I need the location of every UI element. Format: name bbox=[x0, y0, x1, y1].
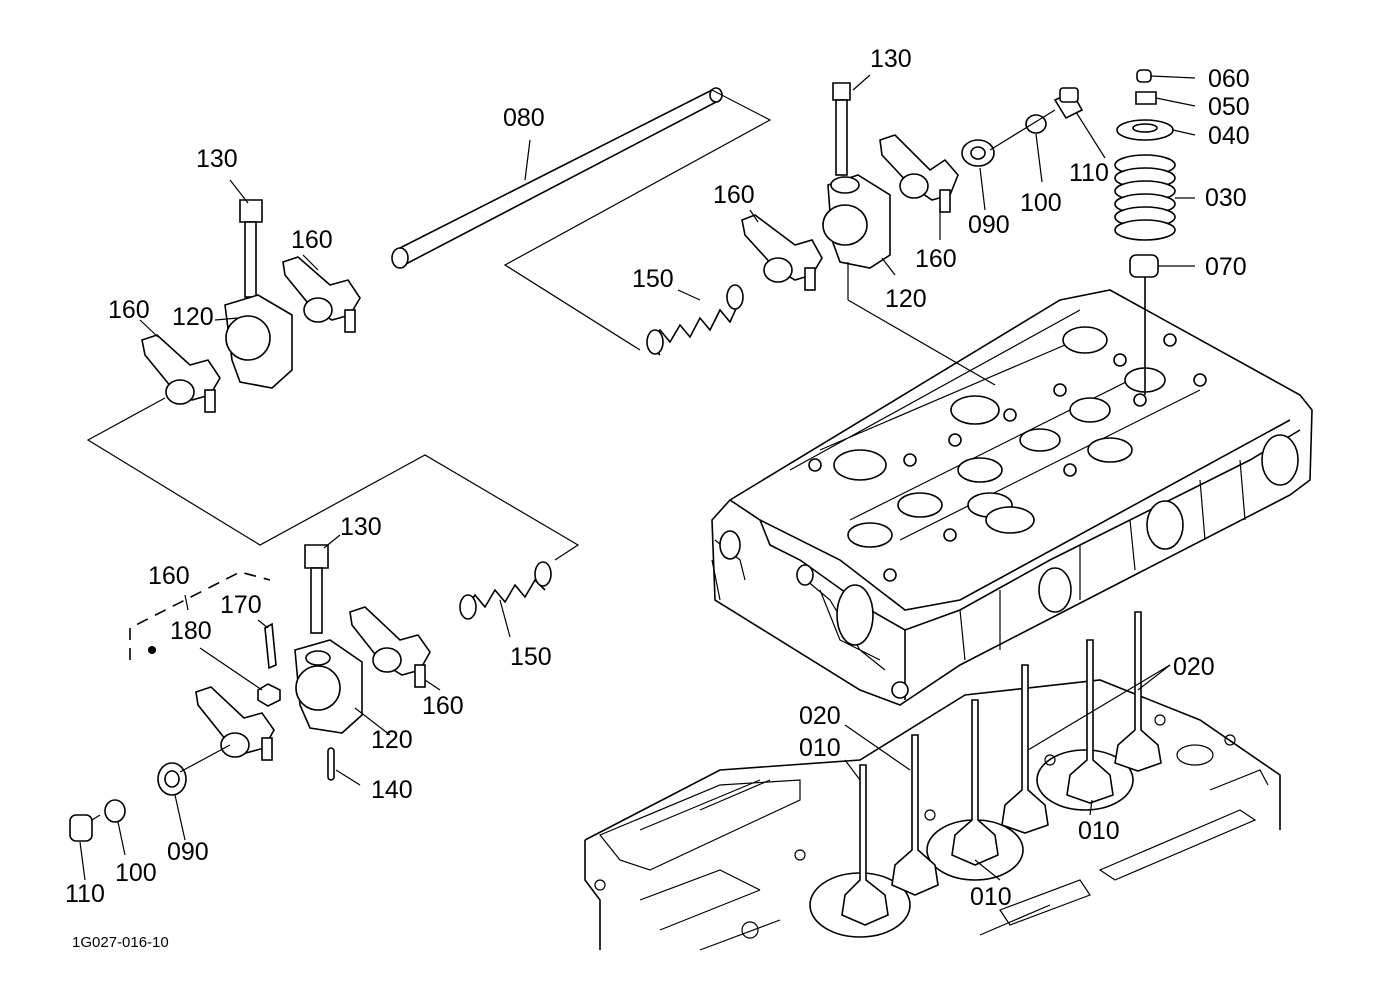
rocker-bracket-lower bbox=[294, 544, 363, 781]
rocker-bracket-upper-left bbox=[224, 199, 293, 389]
callout-160-upper-right-a: 160 bbox=[713, 181, 755, 209]
leader-frame-left bbox=[86, 397, 580, 561]
callout-110-lower: 110 bbox=[65, 880, 105, 908]
adjusting-screw bbox=[257, 622, 281, 707]
callout-160-upper-right-b: 160 bbox=[915, 245, 957, 273]
callout-160-lower-bracket: 160 bbox=[148, 562, 190, 590]
rocker-arm-upper-right-b bbox=[741, 214, 823, 291]
rocker-bracket-upper-right bbox=[822, 82, 996, 386]
rocker-arm-upper-right-a bbox=[879, 134, 959, 213]
leader-lines bbox=[79, 74, 1196, 881]
callout-160-upper-left-b: 160 bbox=[108, 296, 150, 324]
rocker-arm-lower-b bbox=[195, 686, 275, 761]
valve-spring bbox=[1114, 154, 1176, 241]
rocker-arm-upper-left-a bbox=[282, 256, 361, 333]
callout-040: 040 bbox=[1208, 122, 1250, 150]
callout-160-upper-left-a: 160 bbox=[291, 226, 333, 254]
adjuster-top bbox=[961, 87, 1084, 167]
callout-010-bottom: 010 bbox=[970, 883, 1012, 911]
rocker-shaft bbox=[391, 87, 772, 351]
callout-180: 180 bbox=[170, 617, 212, 645]
rocker-spring-lower bbox=[459, 561, 552, 620]
callout-120-lower: 120 bbox=[371, 726, 413, 754]
callout-070: 070 bbox=[1205, 253, 1247, 281]
callout-labels: 080 130 160 160 120 130 160 150 120 160 … bbox=[65, 45, 1250, 951]
callout-130-upper-right: 130 bbox=[870, 45, 912, 73]
rocker-arm-upper-left-b bbox=[141, 334, 221, 413]
adjuster-lower bbox=[69, 744, 231, 842]
rocker-arm-lower-a bbox=[349, 606, 431, 688]
callout-120-upper-left: 120 bbox=[172, 303, 214, 331]
callout-060: 060 bbox=[1208, 65, 1250, 93]
callout-100-lower: 100 bbox=[115, 859, 157, 887]
callout-120-upper-right: 120 bbox=[885, 285, 927, 313]
valves bbox=[841, 611, 1162, 926]
callout-170: 170 bbox=[220, 591, 262, 619]
callout-080: 080 bbox=[503, 104, 545, 132]
callout-020-left: 020 bbox=[799, 702, 841, 730]
callout-100-upper: 100 bbox=[1020, 189, 1062, 217]
callout-010-right: 010 bbox=[1078, 817, 1120, 845]
callout-130-upper-left: 130 bbox=[196, 145, 238, 173]
rocker-spring-upper bbox=[646, 284, 744, 356]
callout-160-lower: 160 bbox=[422, 692, 464, 720]
figure-code: 1G027-016-10 bbox=[72, 934, 169, 951]
callout-110-upper: 110 bbox=[1069, 159, 1109, 187]
callout-030: 030 bbox=[1205, 184, 1247, 212]
callout-020-right: 020 bbox=[1173, 653, 1215, 681]
callout-130-lower: 130 bbox=[340, 513, 382, 541]
cylinder-block bbox=[584, 679, 1281, 951]
cylinder-head bbox=[711, 289, 1313, 706]
callout-050: 050 bbox=[1208, 93, 1250, 121]
callout-150-upper: 150 bbox=[632, 265, 674, 293]
callout-150-lower: 150 bbox=[510, 643, 552, 671]
detail-dot bbox=[148, 646, 156, 654]
detail-bracket-dashed bbox=[129, 571, 271, 660]
callout-090-upper: 090 bbox=[968, 211, 1010, 239]
callout-140: 140 bbox=[371, 776, 413, 804]
callout-090-lower: 090 bbox=[167, 838, 209, 866]
callout-010-left: 010 bbox=[799, 734, 841, 762]
